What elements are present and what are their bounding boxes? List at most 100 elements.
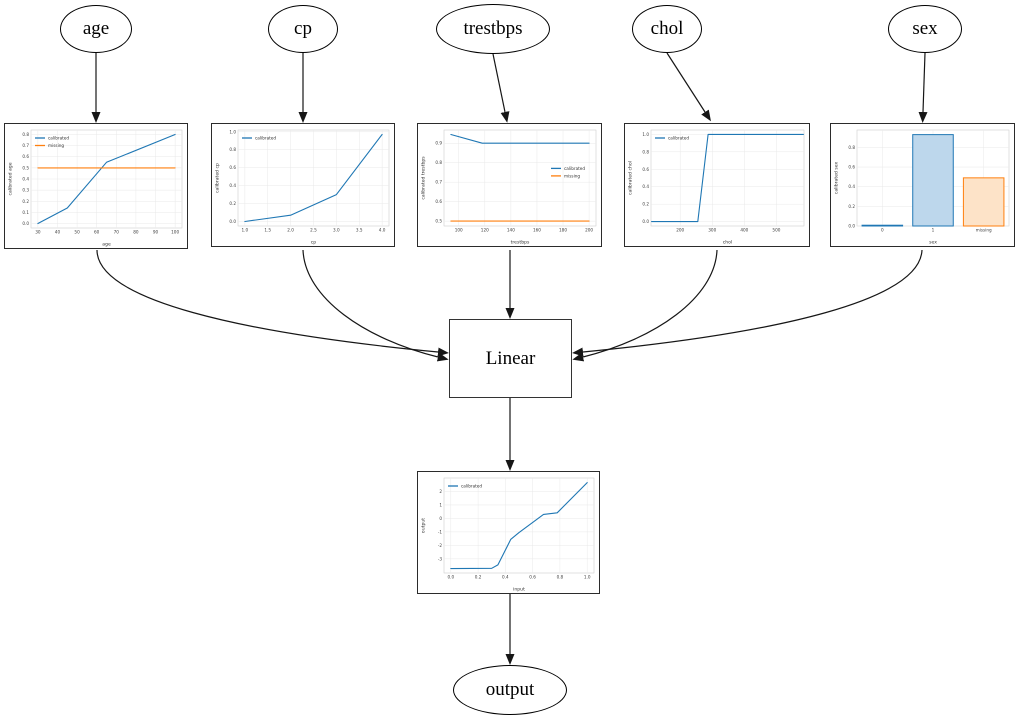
svg-text:chol: chol	[723, 240, 733, 246]
node-age-label: age	[82, 18, 110, 39]
svg-text:missing: missing	[48, 143, 64, 148]
svg-text:0.6: 0.6	[229, 165, 236, 170]
svg-text:400: 400	[740, 228, 748, 233]
svg-text:140: 140	[507, 228, 515, 233]
edge-sex-plot-to-linear	[572, 249, 923, 357]
node-chol-label: chol	[650, 18, 684, 39]
svg-text:80: 80	[133, 230, 139, 235]
svg-text:50: 50	[74, 230, 80, 235]
edge-age-plot-to-linear	[96, 249, 449, 357]
node-cp-label: cp	[294, 18, 312, 39]
svg-text:1: 1	[932, 228, 935, 233]
svg-text:-3: -3	[438, 556, 443, 561]
svg-text:-2: -2	[438, 543, 443, 548]
svg-text:0.7: 0.7	[435, 180, 442, 185]
svg-text:60: 60	[94, 230, 100, 235]
svg-text:0: 0	[439, 516, 442, 521]
edge-cp-plot-to-linear	[302, 249, 449, 362]
svg-text:3.5: 3.5	[356, 228, 363, 233]
svg-text:3.0: 3.0	[333, 228, 340, 233]
svg-text:100: 100	[171, 230, 179, 235]
svg-text:0.4: 0.4	[642, 184, 649, 189]
svg-text:0.8: 0.8	[848, 145, 855, 150]
svg-text:calibrated trestbps: calibrated trestbps	[421, 156, 427, 200]
node-age: age	[60, 5, 132, 53]
svg-text:0.0: 0.0	[447, 575, 454, 580]
svg-text:1.0: 1.0	[242, 228, 249, 233]
svg-text:0.4: 0.4	[502, 575, 509, 580]
svg-text:0.3: 0.3	[22, 188, 29, 193]
node-cp: cp	[268, 5, 338, 53]
svg-text:0.2: 0.2	[642, 202, 649, 207]
svg-text:160: 160	[533, 228, 541, 233]
svg-text:calibrated: calibrated	[668, 136, 689, 141]
svg-text:0.6: 0.6	[22, 154, 29, 159]
svg-text:120: 120	[481, 228, 489, 233]
svg-text:300: 300	[708, 228, 716, 233]
svg-text:500: 500	[772, 228, 780, 233]
svg-text:0.6: 0.6	[529, 575, 536, 580]
node-trestbps-label: trestbps	[463, 18, 523, 39]
svg-text:0.4: 0.4	[848, 184, 855, 189]
svg-text:180: 180	[559, 228, 567, 233]
svg-text:0.2: 0.2	[848, 204, 855, 209]
svg-text:output: output	[421, 518, 427, 533]
svg-text:-1: -1	[438, 529, 443, 534]
svg-text:0.7: 0.7	[22, 143, 29, 148]
node-linear-label: Linear	[485, 347, 536, 369]
svg-text:90: 90	[153, 230, 159, 235]
svg-text:calibrated cp: calibrated cp	[215, 163, 221, 193]
svg-text:cp: cp	[311, 241, 317, 246]
svg-text:0.4: 0.4	[229, 183, 236, 188]
svg-text:0.0: 0.0	[848, 224, 855, 229]
svg-text:calibrated chol: calibrated chol	[628, 161, 634, 195]
edge-chol-node-to-chol-plot	[666, 52, 711, 122]
svg-text:30: 30	[35, 230, 41, 235]
svg-text:0.1: 0.1	[22, 210, 29, 215]
svg-text:0.8: 0.8	[435, 160, 442, 165]
svg-text:4.0: 4.0	[379, 228, 386, 233]
svg-text:0.6: 0.6	[848, 165, 855, 170]
svg-text:0: 0	[881, 228, 884, 233]
svg-text:input: input	[513, 587, 525, 593]
node-sex: sex	[888, 5, 962, 53]
svg-text:70: 70	[114, 230, 120, 235]
svg-text:0.8: 0.8	[642, 149, 649, 154]
svg-text:0.9: 0.9	[435, 141, 442, 146]
node-output-label: output	[485, 679, 535, 700]
svg-text:0.8: 0.8	[22, 132, 29, 137]
svg-text:200: 200	[676, 228, 684, 233]
svg-text:calibrated: calibrated	[255, 136, 276, 141]
edge-trestbps-node-to-trestbps-plot	[492, 53, 510, 123]
svg-text:calibrated: calibrated	[564, 166, 585, 171]
svg-text:calibrated: calibrated	[461, 484, 482, 489]
svg-text:2.0: 2.0	[287, 228, 294, 233]
svg-text:2: 2	[439, 489, 442, 494]
svg-text:calibrated: calibrated	[48, 136, 69, 141]
edge-sex-node-to-sex-plot	[918, 52, 928, 123]
svg-text:1.5: 1.5	[264, 228, 271, 233]
svg-text:0.8: 0.8	[557, 575, 564, 580]
svg-text:1.0: 1.0	[584, 575, 591, 580]
node-chol: chol	[632, 5, 702, 53]
svg-text:1: 1	[439, 502, 442, 507]
svg-text:1.0: 1.0	[642, 132, 649, 137]
svg-text:0.2: 0.2	[22, 199, 29, 204]
svg-text:0.2: 0.2	[229, 201, 236, 206]
node-linear: Linear	[449, 319, 572, 398]
node-sex-label: sex	[912, 18, 938, 39]
edge-chol-plot-to-linear	[572, 249, 718, 362]
